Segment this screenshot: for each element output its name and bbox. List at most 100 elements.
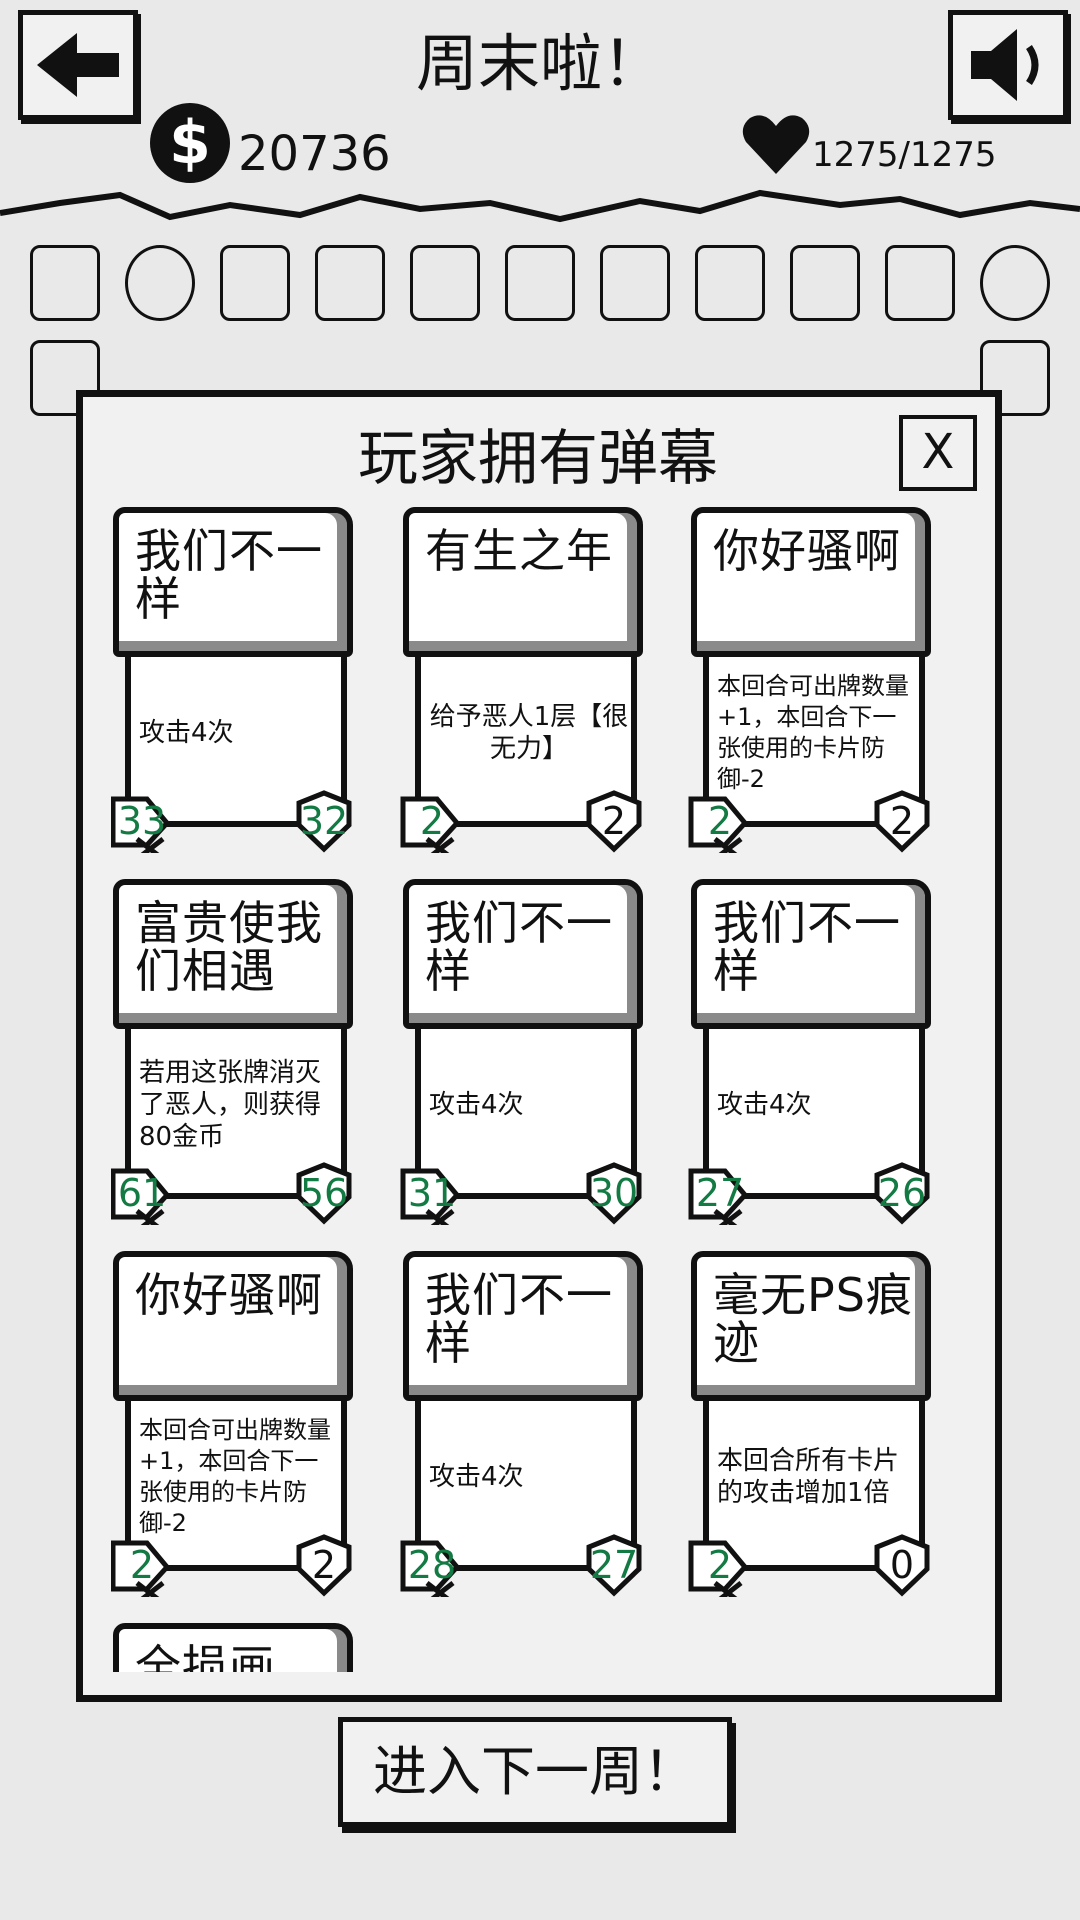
attack-badge: 28	[397, 1533, 467, 1597]
card-header: 我们不一样	[691, 879, 931, 1029]
doodle-icon	[220, 245, 290, 321]
card-header: 我们不一样	[403, 879, 643, 1029]
card-description: 攻击4次	[717, 1090, 812, 1120]
card-body: 攻击4次	[703, 1017, 925, 1199]
attack-value: 27	[695, 1171, 745, 1215]
defense-badge: 0	[867, 1533, 937, 1597]
attack-badge: 61	[111, 1161, 177, 1225]
attack-value: 2	[707, 1543, 733, 1587]
card-body: 若用这张牌消灭了恶人，则获得80金币	[125, 1017, 347, 1199]
card-description: 本回合可出牌数量+1，本回合下一张使用的卡片防御-2	[717, 672, 909, 793]
card-header: 富贵使我们相遇	[113, 879, 353, 1029]
owned-cards-modal: 玩家拥有弹幕 X 攻击4次 我们不一样 33 32 给予恶人1层【很无力】	[76, 390, 1002, 1702]
attack-value: 2	[419, 799, 445, 843]
card[interactable]: 攻击4次 我们不一样 31 30	[400, 879, 649, 1239]
money-value: 20736	[238, 126, 391, 182]
attack-value: 2	[707, 799, 733, 843]
defense-badge: 2	[867, 789, 937, 853]
page-title: 周末啦！	[415, 27, 664, 100]
speaker-icon	[971, 29, 1039, 101]
card-header: 全损画	[113, 1623, 353, 1672]
doodle-icon	[30, 245, 100, 321]
doodle-icon	[980, 245, 1050, 321]
next-week-button[interactable]: 进入下一周！	[338, 1717, 732, 1827]
card-description: 若用这张牌消灭了恶人，则获得80金币	[139, 1058, 322, 1152]
defense-badge: 32	[289, 789, 359, 853]
doodle-icon	[695, 245, 765, 321]
attack-value: 31	[407, 1171, 457, 1215]
card[interactable]: 攻击4次 我们不一样 28 27	[400, 1251, 649, 1611]
doodle-icon	[790, 245, 860, 321]
card-body: 本回合可出牌数量+1，本回合下一张使用的卡片防御-2	[703, 645, 925, 827]
doodle-icon	[600, 245, 670, 321]
defense-value: 32	[299, 799, 349, 843]
card[interactable]: 若用这张牌消灭了恶人，则获得80金币 富贵使我们相遇 61 56	[111, 879, 356, 1239]
defense-value: 27	[589, 1543, 639, 1587]
attack-value: 33	[117, 799, 167, 843]
torn-paper-edge	[0, 189, 1080, 223]
card-grid: 攻击4次 我们不一样 33 32 给予恶人1层【很无力】 有生之年	[111, 507, 971, 1672]
card-title: 你好骚啊	[713, 524, 901, 578]
defense-badge: 27	[579, 1533, 649, 1597]
back-button[interactable]	[18, 10, 138, 120]
card-description: 攻击4次	[429, 1462, 524, 1492]
attack-value: 61	[117, 1171, 167, 1215]
card[interactable]: 攻击4次 我们不一样 33 32	[111, 507, 356, 867]
doodle-icon	[505, 245, 575, 321]
card-header: 毫无PS痕迹	[691, 1251, 931, 1401]
attack-badge: 31	[397, 1161, 467, 1225]
card[interactable]: 本回合可出牌数量+1，本回合下一张使用的卡片防御-2 你好骚啊 2 2	[688, 507, 937, 867]
close-button[interactable]: X	[899, 415, 977, 491]
sound-button[interactable]	[948, 10, 1068, 120]
defense-value: 2	[601, 799, 627, 843]
doodle-icon	[410, 245, 480, 321]
attack-badge: 33	[111, 789, 177, 853]
defense-badge: 56	[289, 1161, 359, 1225]
card-header: 我们不一样	[113, 507, 353, 657]
defense-badge: 30	[579, 1161, 649, 1225]
defense-value: 26	[877, 1171, 927, 1215]
card-title: 全损画	[135, 1640, 276, 1672]
card-header: 你好骚啊	[113, 1251, 353, 1401]
doodle-icon	[30, 340, 100, 416]
attack-badge: 2	[685, 1533, 755, 1597]
card-body: 本回合所有卡片的攻击增加1倍	[703, 1389, 925, 1571]
attack-badge: 2	[685, 789, 755, 853]
item-shelf-row-1	[20, 245, 1070, 335]
card-description: 本回合所有卡片的攻击增加1倍	[717, 1446, 900, 1508]
card[interactable]: 攻击4次 我们不一样 27 26	[688, 879, 937, 1239]
card-title: 富贵使我们相遇	[135, 896, 323, 998]
card-description: 攻击4次	[429, 1090, 524, 1120]
defense-value: 56	[299, 1171, 349, 1215]
card-header: 我们不一样	[403, 1251, 643, 1401]
card-header: 有生之年	[403, 507, 643, 657]
card[interactable]: 全损画	[111, 1623, 356, 1672]
card[interactable]: 本回合可出牌数量+1，本回合下一张使用的卡片防御-2 你好骚啊 2 2	[111, 1251, 356, 1611]
defense-value: 30	[589, 1171, 639, 1215]
card-title: 我们不一样	[425, 1268, 613, 1370]
attack-value: 28	[407, 1543, 457, 1587]
defense-badge: 2	[579, 789, 649, 853]
card[interactable]: 给予恶人1层【很无力】 有生之年 2 2	[400, 507, 649, 867]
card[interactable]: 本回合所有卡片的攻击增加1倍 毫无PS痕迹 2 0	[688, 1251, 937, 1611]
card-title: 有生之年	[425, 524, 613, 578]
card-description: 本回合可出牌数量+1，本回合下一张使用的卡片防御-2	[139, 1416, 331, 1537]
card-title: 我们不一样	[713, 896, 901, 998]
heart-icon	[742, 115, 810, 174]
card-body: 攻击4次	[415, 1389, 637, 1571]
card-title: 毫无PS痕迹	[713, 1268, 913, 1370]
defense-badge: 2	[289, 1533, 359, 1597]
doodle-icon	[315, 245, 385, 321]
card-header: 你好骚啊	[691, 507, 931, 657]
arrow-left-icon	[37, 33, 119, 97]
attack-badge: 2	[111, 1533, 177, 1597]
modal-title: 玩家拥有弹幕	[358, 424, 718, 494]
attack-value: 2	[129, 1543, 155, 1587]
card-title: 我们不一样	[135, 524, 323, 626]
defense-value: 2	[311, 1543, 337, 1587]
defense-value: 0	[889, 1543, 915, 1587]
doodle-icon	[125, 245, 195, 321]
doodle-icon	[885, 245, 955, 321]
hp-value: 1275/1275	[812, 135, 997, 175]
defense-badge: 26	[867, 1161, 937, 1225]
